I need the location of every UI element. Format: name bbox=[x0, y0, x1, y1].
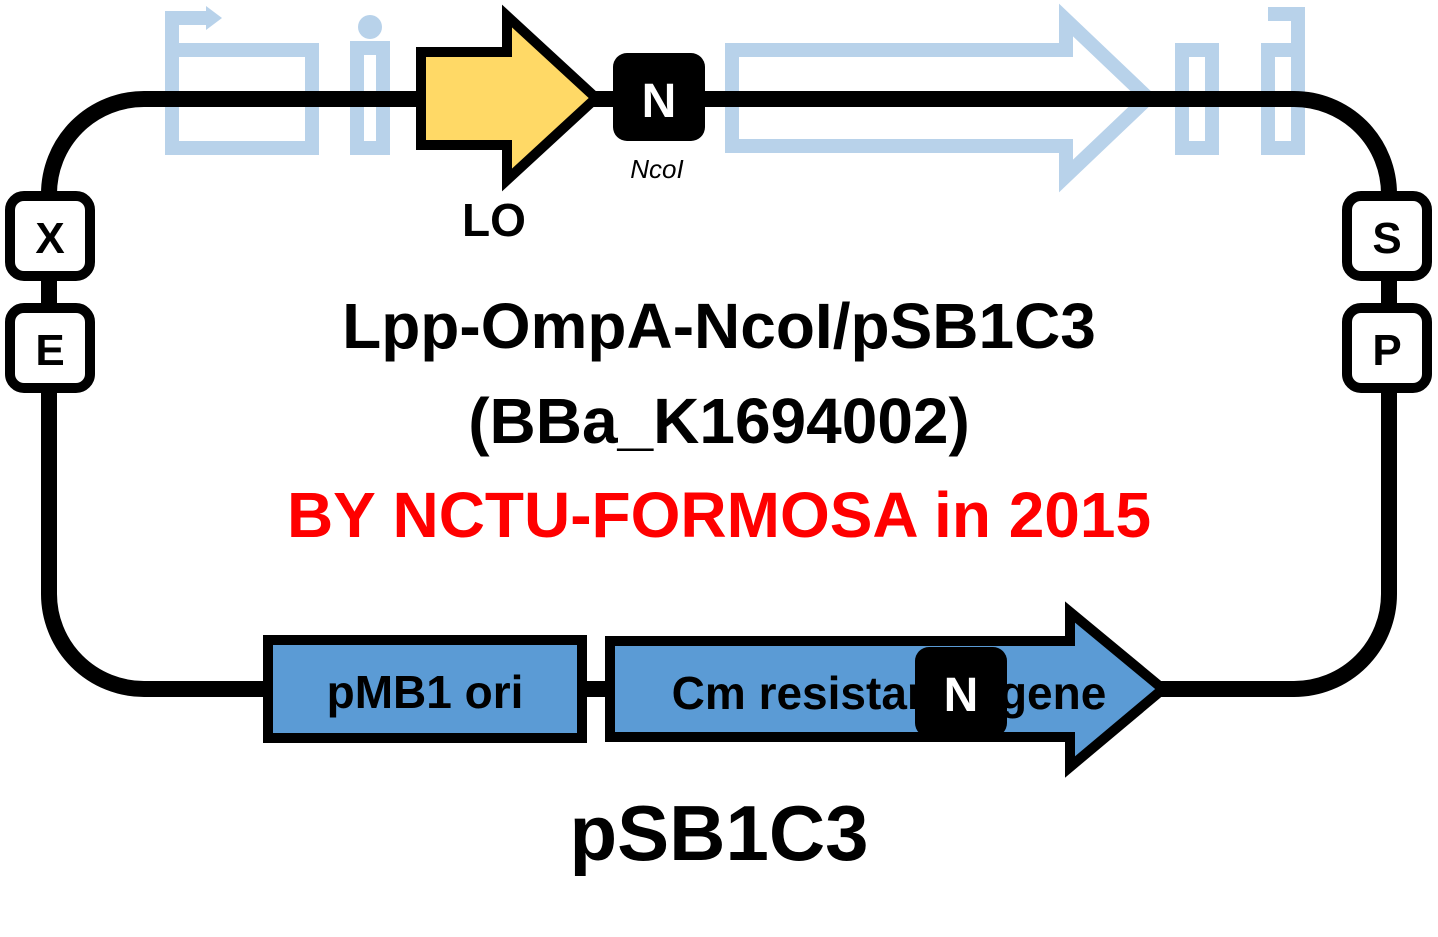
cds-icon bbox=[725, 3, 1159, 193]
ncoi-site-internal: N bbox=[915, 647, 1007, 737]
site-p-box: P bbox=[1342, 303, 1432, 393]
terminator-icon bbox=[1175, 7, 1305, 155]
lo-part-label: LO bbox=[462, 194, 526, 246]
ncoi-site-name: NcoI bbox=[630, 154, 683, 184]
part-id: (BBa_K1694002) bbox=[468, 385, 970, 457]
backbone-name: pSB1C3 bbox=[569, 789, 868, 877]
faded-parts-group bbox=[165, 3, 1305, 193]
lo-part-arrow bbox=[416, 4, 604, 192]
ncoi-site-internal-letter: N bbox=[944, 669, 979, 722]
cm-resistance-label: Cm resistance gene bbox=[672, 667, 1107, 719]
site-x-box: X bbox=[5, 191, 95, 281]
ncoi-site-letter: N bbox=[642, 75, 677, 128]
rbs-icon bbox=[350, 15, 390, 155]
site-x-letter: X bbox=[35, 214, 64, 263]
site-s-letter: S bbox=[1372, 214, 1401, 263]
site-e-letter: E bbox=[35, 326, 64, 375]
site-e-box: E bbox=[5, 303, 95, 393]
site-s-box: S bbox=[1342, 191, 1432, 281]
cm-resistance-part: Cm resistance gene bbox=[605, 601, 1171, 778]
promoter-icon bbox=[165, 6, 319, 155]
team-credit: BY NCTU-FORMOSA in 2015 bbox=[287, 479, 1151, 551]
pmb1-ori-label: pMB1 ori bbox=[327, 666, 524, 718]
site-p-letter: P bbox=[1372, 326, 1401, 375]
construct-title: Lpp-OmpA-NcoI/pSB1C3 bbox=[342, 290, 1096, 362]
ncoi-site-insert: N bbox=[613, 53, 705, 141]
pmb1-ori-part: pMB1 ori bbox=[263, 635, 587, 743]
